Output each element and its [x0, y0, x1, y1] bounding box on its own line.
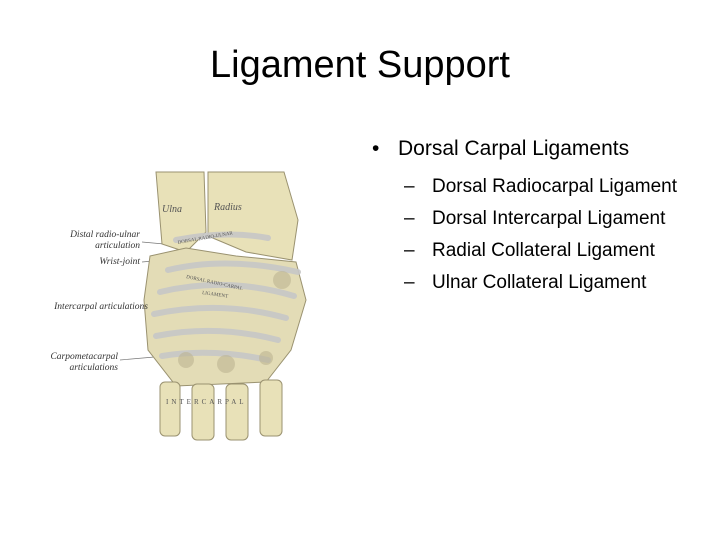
dash-mark: –	[404, 208, 415, 229]
sub-bullet-text: Dorsal Radiocarpal Ligament	[432, 176, 678, 197]
bullet-main-text: Dorsal Carpal Ligaments	[398, 137, 630, 160]
sub-bullet-text: Radial Collateral Ligament	[432, 240, 655, 261]
ulna-text: Ulna	[162, 204, 182, 215]
ulna-bone	[155, 171, 207, 253]
shade-spot-2	[217, 355, 235, 373]
bullet-main: • Dorsal Carpal Ligaments	[372, 135, 702, 163]
sub-bullet-item: – Dorsal Radiocarpal Ligament	[404, 171, 702, 203]
dorsal-radiocarpal-band-2	[157, 281, 297, 299]
wrist-joint-label: Wrist-joint	[99, 257, 140, 267]
sub-bullet-item: – Dorsal Intercarpal Ligament	[404, 203, 702, 235]
sub-bullet-text: Dorsal Intercarpal Ligament	[432, 208, 666, 229]
sub-bullet-item: – Ulnar Collateral Ligament	[404, 267, 702, 299]
slide-title: Ligament Support	[210, 44, 510, 86]
wrist-ligament-illustration: Ulna Radius DORSAL RADIO-ULNAR DORSAL RA…	[36, 160, 348, 450]
metacarpal-3	[225, 383, 249, 441]
dorsal-radiocarpal-band-1	[165, 260, 301, 275]
dorsal-intercarpal-band-2	[153, 327, 281, 343]
metacarpal-2	[259, 379, 283, 437]
shade-spot-1	[178, 352, 194, 368]
distal-radio-ulnar-label: Distal radio-ulnar articulation	[70, 230, 140, 251]
intercarpal-articulations-label: Intercarpal articulations	[54, 302, 148, 312]
ligament-text: LIGAMENT	[202, 291, 229, 300]
sub-bullet-item: – Radial Collateral Ligament	[404, 235, 702, 267]
radius-bone	[207, 171, 299, 261]
carpometacarpal-band	[159, 349, 271, 363]
dash-mark: –	[404, 176, 415, 197]
sub-bullet-text: Ulnar Collateral Ligament	[432, 272, 647, 293]
bullet-list: • Dorsal Carpal Ligaments – Dorsal Radio…	[372, 135, 702, 299]
dorsal-radio-ulnar-ligament	[173, 231, 271, 243]
sub-bullet-list: – Dorsal Radiocarpal Ligament – Dorsal I…	[372, 171, 702, 299]
intercarpal-bottom-text: INTERCARPAL	[166, 398, 247, 406]
metacarpal-4	[191, 383, 215, 441]
wrist-drawing: Ulna Radius DORSAL RADIO-ULNAR DORSAL RA…	[119, 171, 307, 441]
dash-mark: –	[404, 272, 415, 293]
shade-spot-3	[259, 351, 273, 365]
shade-spot-4	[273, 271, 291, 289]
carpometacarpal-label: Carpometacarpal articulations	[50, 352, 118, 373]
metacarpal-5	[159, 381, 181, 437]
dash-mark: –	[404, 240, 415, 261]
bullet-mark: •	[372, 137, 380, 160]
radius-text: Radius	[213, 202, 242, 213]
dorsal-intercarpal-band-1	[151, 304, 289, 321]
